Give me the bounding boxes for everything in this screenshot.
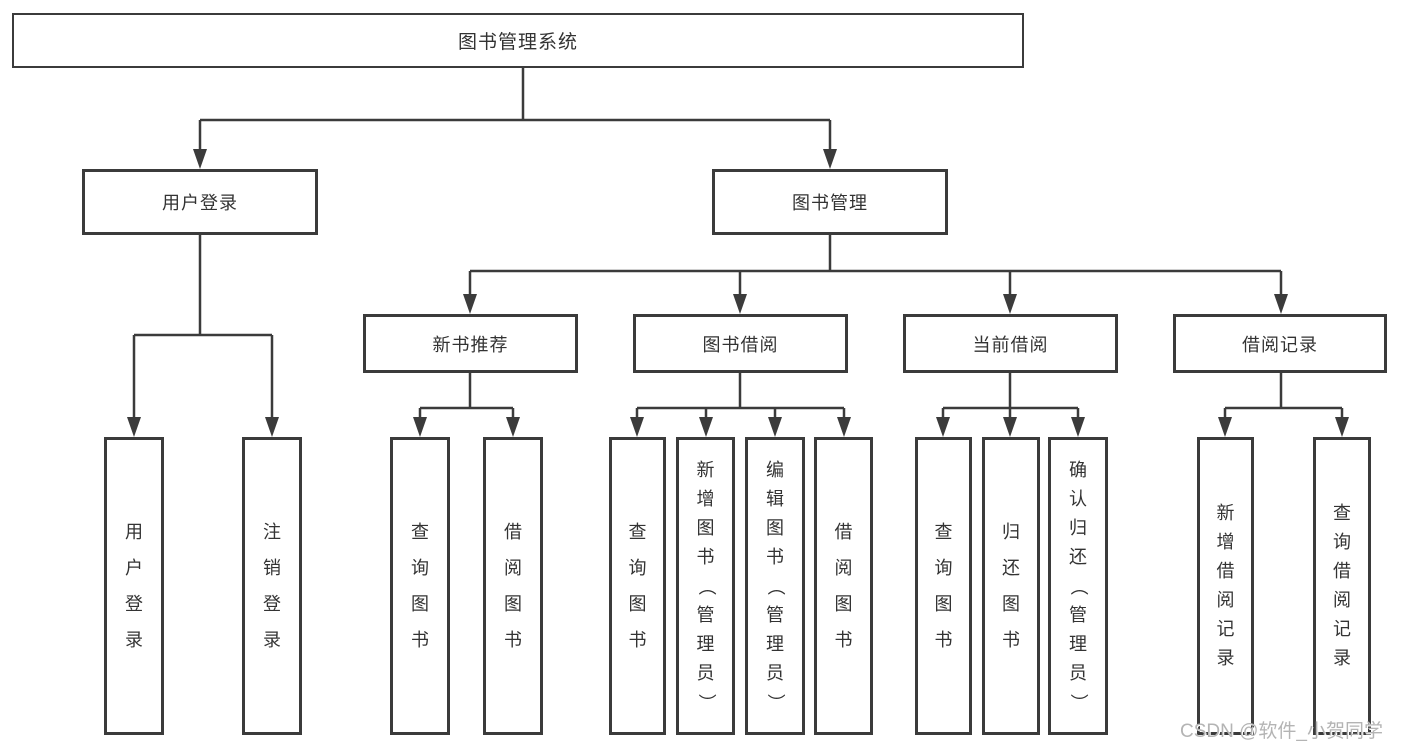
node-leaf-add-book-admin: 新增图书（管理员） [676,437,735,735]
node-root-system: 图书管理系统 [12,13,1024,68]
node-leaf-return-book: 归还图书 [982,437,1040,735]
node-leaf-borrow-book: 借阅图书 [814,437,873,735]
node-leaf-confirm-return-admin: 确认归还（管理员） [1048,437,1108,735]
node-leaf-user-login: 用户登录 [104,437,164,735]
node-leaf-query-borrow-record: 查询借阅记录 [1313,437,1371,735]
node-current-borrow: 当前借阅 [903,314,1118,373]
node-leaf-borrow-query-book: 查询图书 [609,437,666,735]
node-book-borrow: 图书借阅 [633,314,848,373]
connector-current-children [936,373,1085,437]
node-leaf-current-query-book: 查询图书 [915,437,972,735]
node-user-login: 用户登录 [82,169,318,235]
node-leaf-rec-query-book: 查询图书 [390,437,450,735]
node-leaf-edit-book-admin: 编辑图书（管理员） [745,437,805,735]
connector-rec-children [413,373,520,437]
node-book-manage: 图书管理 [712,169,948,235]
connector-records-children [1218,373,1349,437]
node-new-book-rec: 新书推荐 [363,314,578,373]
connector-manage-children [463,235,1288,314]
connector-borrow-children [630,373,851,437]
node-borrow-records: 借阅记录 [1173,314,1387,373]
node-leaf-rec-borrow-book: 借阅图书 [483,437,543,735]
csdn-watermark: CSDN @软件_小贺同学 [1180,721,1383,742]
connector-root-to-level2 [193,68,837,169]
node-leaf-logout: 注销登录 [242,437,302,735]
node-leaf-add-borrow-record: 新增借阅记录 [1197,437,1254,735]
connector-login-children [127,235,279,437]
